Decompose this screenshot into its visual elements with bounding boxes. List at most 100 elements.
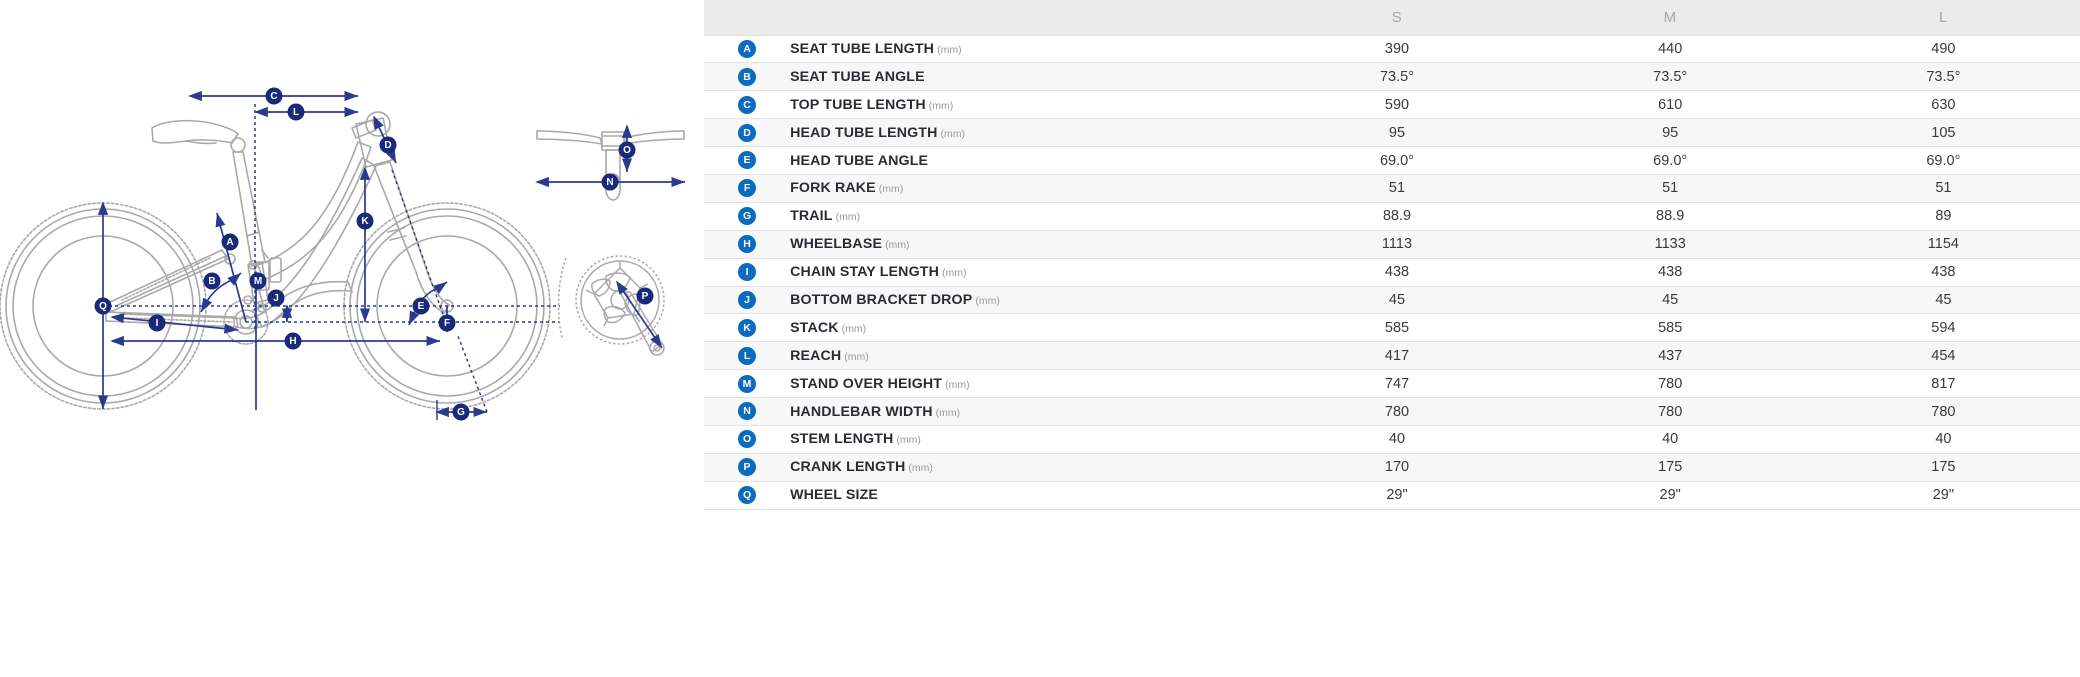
row-value-s: 417 [1260, 341, 1534, 370]
row-badge-cell: E [704, 146, 791, 175]
row-unit-text: (mm) [928, 99, 954, 112]
crank-badge-group: P [636, 287, 654, 305]
row-badge-cell: B [704, 62, 791, 91]
row-badge-f: F [738, 179, 757, 198]
row-label-cell: STACK(mm) [790, 313, 1261, 342]
row-value-s: 438 [1260, 257, 1534, 287]
badge-O: O [618, 141, 636, 159]
header-size-s: S [1260, 0, 1534, 35]
row-badge-n: N [738, 402, 757, 421]
row-value-l: 438 [1806, 257, 2080, 287]
row-label-text: CRANK LENGTH [790, 459, 906, 476]
row-label-cell: HEAD TUBE ANGLE [790, 146, 1261, 175]
row-label-text: WHEEL SIZE [790, 487, 879, 504]
svg-text:E: E [418, 301, 425, 312]
row-value-l: 454 [1806, 341, 2080, 370]
crankset-view [557, 255, 665, 356]
row-unit-text: (mm) [896, 434, 921, 447]
side-view-badge-group: C L D K A [94, 87, 470, 421]
row-value-l: 40 [1806, 424, 2080, 454]
header-size-l: L [1806, 0, 2080, 35]
svg-text:C: C [270, 91, 277, 102]
row-value-l: 29" [1806, 480, 2080, 510]
row-value-s: 69.0° [1260, 146, 1534, 175]
row-unit-text: (mm) [935, 406, 961, 419]
bike-side-view-outline [0, 111, 551, 410]
row-unit-text: (mm) [835, 211, 861, 224]
handlebar-badge-group: O N [601, 141, 636, 191]
row-badge-q: Q [738, 486, 757, 505]
row-label-text: FORK RAKE [790, 180, 876, 197]
badge-L: L [287, 103, 305, 121]
row-label-text: BOTTOM BRACKET DROP [790, 291, 973, 308]
row-value-s: 29" [1260, 480, 1534, 510]
row-unit-text: (mm) [945, 378, 970, 391]
row-label-text: TOP TUBE LENGTH [790, 96, 926, 113]
row-value-m: 29" [1533, 480, 1807, 510]
row-badge-cell: I [704, 257, 791, 287]
row-badge-cell: K [704, 313, 791, 342]
header-size-m: M [1533, 0, 1807, 35]
row-unit-text: (mm) [878, 183, 904, 196]
row-badge-cell: N [704, 397, 791, 426]
geometry-diagram-panel: C L D K A [0, 0, 700, 677]
row-value-m: 610 [1533, 90, 1807, 119]
badge-J: J [267, 289, 285, 307]
row-value-l: 630 [1806, 90, 2080, 119]
row-badge-cell: A [704, 34, 791, 63]
row-label-cell: FORK RAKE(mm) [790, 173, 1261, 203]
row-badge-cell: Q [704, 480, 791, 510]
row-badge-h: H [738, 235, 757, 254]
row-badge-cell: D [704, 118, 791, 147]
row-value-l: 594 [1806, 313, 2080, 342]
row-value-m: 69.0° [1533, 146, 1807, 175]
angle-arc-B-tick2 [227, 272, 242, 286]
row-value-s: 585 [1260, 313, 1534, 342]
row-label-text: WHEELBASE [790, 236, 883, 253]
badge-G: G [452, 403, 470, 421]
row-unit-text: (mm) [941, 267, 967, 280]
row-value-l: 73.5° [1806, 62, 2080, 91]
svg-text:P: P [642, 291, 649, 302]
row-label-cell: STAND OVER HEIGHT(mm) [790, 369, 1261, 398]
badge-Q-rear: Q [94, 297, 112, 315]
row-value-m: 51 [1533, 173, 1807, 203]
badge-K: K [356, 212, 374, 230]
header-label-col [790, 0, 1261, 35]
svg-text:D: D [384, 140, 391, 151]
svg-text:A: A [226, 237, 233, 248]
row-label-text: HEAD TUBE LENGTH [790, 124, 938, 141]
row-value-s: 51 [1260, 173, 1534, 203]
row-label-text: HANDLEBAR WIDTH [790, 403, 933, 420]
row-label-cell: SEAT TUBE LENGTH(mm) [790, 34, 1261, 63]
row-label-cell: REACH(mm) [790, 341, 1261, 370]
row-badge-g: G [738, 207, 757, 226]
row-label-text: STAND OVER HEIGHT [790, 375, 943, 392]
row-value-l: 780 [1806, 397, 2080, 426]
row-badge-p: P [738, 458, 757, 477]
dimension-line-I [110, 313, 239, 334]
row-label-cell: TOP TUBE LENGTH(mm) [790, 90, 1261, 119]
row-value-l: 45 [1806, 285, 2080, 314]
table-header: S M L [704, 0, 2080, 35]
row-value-m: 73.5° [1533, 62, 1807, 91]
row-badge-c: C [738, 95, 757, 114]
row-label-text: TRAIL [790, 208, 833, 225]
row-unit-text: (mm) [940, 127, 966, 140]
header-badge-col [704, 0, 791, 35]
row-label-cell: HANDLEBAR WIDTH(mm) [790, 397, 1261, 426]
svg-text:L: L [293, 107, 299, 118]
badge-F: F [438, 314, 456, 332]
svg-text:F: F [444, 318, 450, 329]
